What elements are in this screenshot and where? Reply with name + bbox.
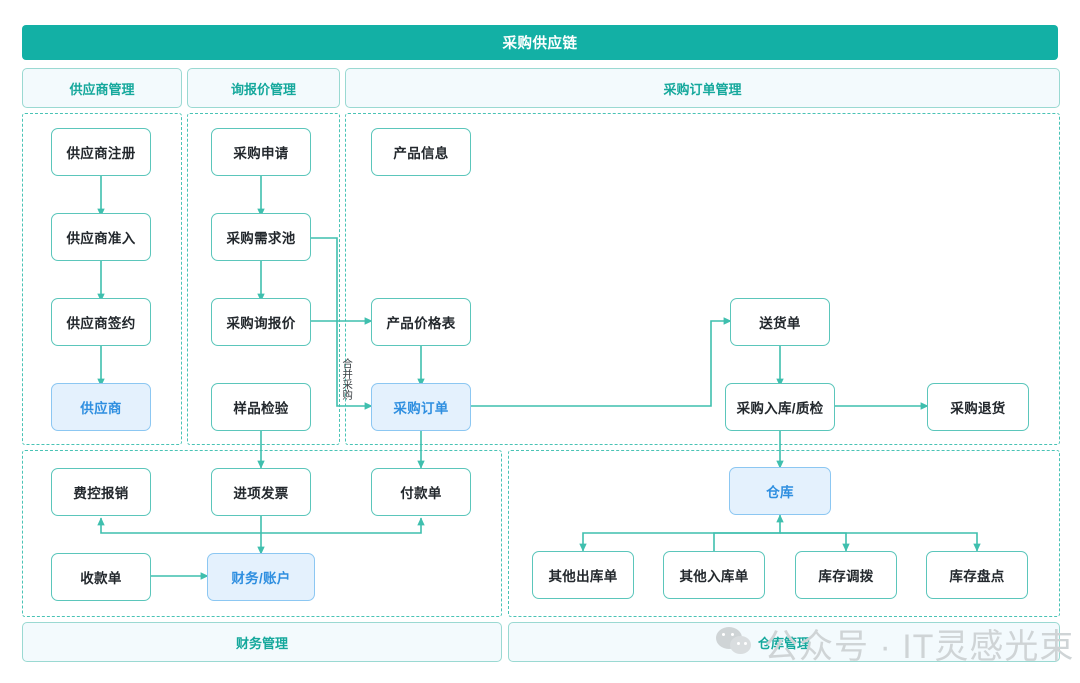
- node-warehouse[interactable]: 仓库: [729, 467, 831, 515]
- node-supplier[interactable]: 供应商: [51, 383, 151, 431]
- node-supplier-sign[interactable]: 供应商签约: [51, 298, 151, 346]
- node-sample-inspect[interactable]: 样品检验: [211, 383, 311, 431]
- panel-finance-mgmt: [22, 450, 502, 617]
- node-expense-claim[interactable]: 费控报销: [51, 468, 151, 516]
- node-purchase-order[interactable]: 采购订单: [371, 383, 471, 431]
- node-delivery-note[interactable]: 送货单: [730, 298, 830, 346]
- node-other-inbound[interactable]: 其他入库单: [663, 551, 765, 599]
- section-chip-rfq-mgmt[interactable]: 询报价管理: [187, 68, 340, 108]
- node-receipt-voucher[interactable]: 收款单: [51, 553, 151, 601]
- node-demand-pool[interactable]: 采购需求池: [211, 213, 311, 261]
- panel-supplier-mgmt: [22, 113, 182, 445]
- section-chip-warehouse-mgmt[interactable]: 仓库管理: [508, 622, 1060, 662]
- node-purchase-rfq[interactable]: 采购询报价: [211, 298, 311, 346]
- node-stock-transfer[interactable]: 库存调拨: [795, 551, 897, 599]
- node-purchase-return[interactable]: 采购退货: [927, 383, 1029, 431]
- section-chip-finance-mgmt[interactable]: 财务管理: [22, 622, 502, 662]
- node-stock-count[interactable]: 库存盘点: [926, 551, 1028, 599]
- node-supplier-access[interactable]: 供应商准入: [51, 213, 151, 261]
- section-chip-supplier-mgmt[interactable]: 供应商管理: [22, 68, 182, 108]
- node-product-info[interactable]: 产品信息: [371, 128, 471, 176]
- section-chip-po-mgmt[interactable]: 采购订单管理: [345, 68, 1060, 108]
- node-supplier-register[interactable]: 供应商注册: [51, 128, 151, 176]
- node-other-outbound[interactable]: 其他出库单: [532, 551, 634, 599]
- panel-rfq-mgmt: [187, 113, 340, 445]
- node-inbound-qc[interactable]: 采购入库/质检: [725, 383, 835, 431]
- panel-po-mgmt: [345, 113, 1060, 445]
- node-payment-voucher[interactable]: 付款单: [371, 468, 471, 516]
- panel-warehouse-mgmt: [508, 450, 1060, 617]
- page-title: 采购供应链: [22, 25, 1058, 60]
- node-finance-account[interactable]: 财务/账户: [207, 553, 315, 601]
- edge-label-merge-purchase: 合并采购: [341, 358, 354, 400]
- node-purchase-request[interactable]: 采购申请: [211, 128, 311, 176]
- node-price-list[interactable]: 产品价格表: [371, 298, 471, 346]
- node-input-invoice[interactable]: 进项发票: [211, 468, 311, 516]
